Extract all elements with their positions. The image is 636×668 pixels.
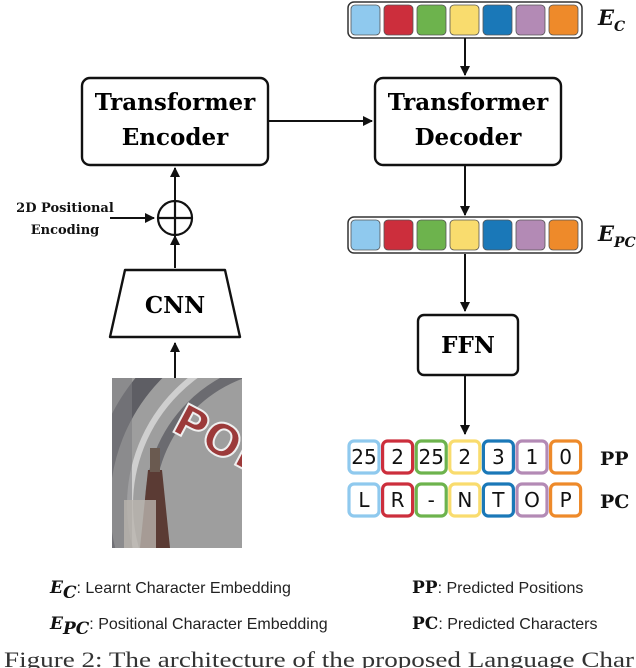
epc-label: EPC	[597, 221, 636, 251]
pp-value-1: 25	[351, 445, 376, 469]
positional-encoding-label-line1: 2D Positional	[16, 201, 114, 216]
decoder-title-line1: Transformer	[388, 89, 549, 116]
ec-label: EC	[597, 5, 625, 35]
ec-cell-3	[416, 4, 447, 36]
epc-cell-2	[383, 219, 414, 251]
pc-tile-5	[481, 482, 515, 518]
ec-cell-2	[383, 4, 414, 36]
pp-value-3: 25	[418, 445, 443, 469]
ec-cell-1	[350, 4, 381, 36]
pc-tile-6	[515, 482, 549, 518]
pp-tile-4	[448, 439, 482, 475]
encoder-title-line1: Transformer	[95, 89, 256, 116]
ec-cell-5	[482, 4, 513, 36]
ec-cell-7	[548, 4, 579, 36]
pc-tile-4	[448, 482, 482, 518]
pc-value-5: T	[491, 488, 505, 512]
positional-encoding-label-line2: Encoding	[31, 223, 100, 238]
epc-cell-3	[416, 219, 447, 251]
pc-row-label: PC	[600, 491, 629, 513]
pp-value-5: 3	[492, 445, 505, 469]
ec-cell-6	[515, 4, 546, 36]
pp-tile-3	[414, 439, 448, 475]
legend-item-pc: PC: Predicted Characters	[412, 614, 598, 634]
encoder-title-line2: Encoder	[122, 124, 229, 151]
epc-cell-6	[515, 219, 546, 251]
pp-row-label: PP	[600, 448, 629, 470]
add-operator-icon	[156, 199, 194, 237]
pp-value-4: 2	[458, 445, 471, 469]
pc-tile-2	[381, 482, 415, 518]
pp-tile-2	[381, 439, 415, 475]
transformer-decoder: Transformer Decoder	[373, 76, 563, 167]
decoder-title-line2: Decoder	[415, 124, 523, 151]
cnn-block: CNN	[108, 268, 242, 339]
legend: EC: Learnt Character Embedding EPC: Posi…	[49, 578, 598, 639]
epc-cell-4	[449, 219, 480, 251]
pp-value-6: 1	[526, 445, 539, 469]
cnn-label: CNN	[145, 292, 205, 319]
positional-character-embedding: EPC	[347, 216, 636, 254]
ffn-block: FFN	[416, 313, 520, 377]
ffn-label: FFN	[441, 332, 495, 359]
epc-cell-1	[350, 219, 381, 251]
epc-cell-7	[548, 219, 579, 251]
pc-value-1: L	[358, 488, 370, 512]
legend-item-epc: EPC: Positional Character Embedding	[49, 614, 328, 639]
pp-tile-1	[347, 439, 381, 475]
pc-tile-7	[548, 482, 583, 518]
pc-value-2: R	[391, 488, 405, 512]
pc-value-4: N	[457, 488, 472, 512]
figure-caption: Figure 2: The architecture of the propos…	[4, 647, 635, 668]
pp-tile-6	[515, 439, 549, 475]
transformer-encoder: Transformer Encoder	[80, 76, 270, 167]
pc-value-6: O	[524, 488, 540, 512]
legend-item-ec: EC: Learnt Character Embedding	[49, 578, 291, 603]
pp-tile-5	[481, 439, 515, 475]
pc-value-7: P	[560, 488, 572, 512]
legend-item-pp: PP: Predicted Positions	[412, 578, 583, 598]
pc-value-3: -	[428, 488, 435, 512]
pp-tile-7	[548, 439, 583, 475]
pp-value-2: 2	[391, 445, 404, 469]
pc-tile-3	[414, 482, 448, 518]
learnt-character-embedding: EC	[347, 1, 625, 39]
input-image: PORT	[112, 378, 242, 548]
ec-cell-4	[449, 4, 480, 36]
pc-tile-1	[347, 482, 381, 518]
pp-value-7: 0	[559, 445, 572, 469]
epc-cell-5	[482, 219, 513, 251]
